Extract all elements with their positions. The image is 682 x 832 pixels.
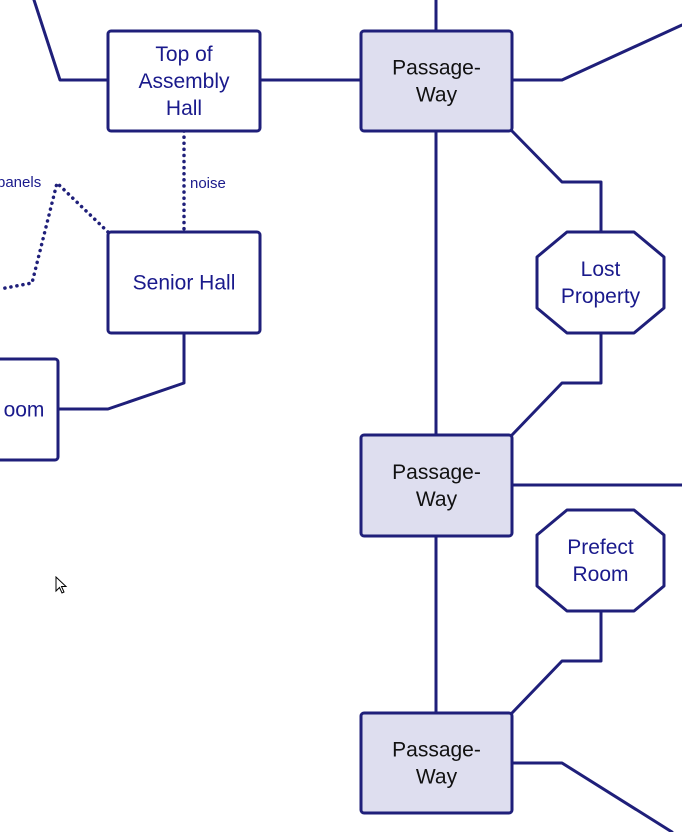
node-label: Way: [416, 766, 458, 789]
node-shape: [359, 433, 514, 538]
edge-prefect-room-to-passage-way-3: [510, 609, 603, 715]
node-shape: [359, 711, 514, 815]
node-senior-hall[interactable]: Senior Hall: [106, 230, 262, 335]
node-label: Lost: [581, 258, 621, 281]
node-label: Senior Hall: [133, 272, 236, 295]
node-shape: [106, 29, 262, 133]
node-shape: [0, 357, 60, 462]
node-shape: [535, 230, 666, 335]
node-label: Property: [561, 285, 641, 308]
node-label: Top of: [155, 43, 212, 66]
node-shape: [106, 230, 262, 335]
node-label: Hall: [166, 97, 202, 120]
edge-passage-way-1-right: [510, 23, 682, 82]
node-label: Room: [572, 563, 628, 586]
edge-lost-property-to-passage-way-2: [510, 331, 603, 437]
node-passage-way-1[interactable]: Passage- Way: [359, 29, 514, 133]
mouse-pointer-arrow-icon: [55, 576, 68, 594]
edge-label-noise: noise: [190, 175, 226, 192]
edge-label-panels: panels: [0, 174, 41, 191]
node-shape: [359, 29, 514, 133]
node-label: Prefect: [567, 536, 634, 559]
node-passage-way-3[interactable]: Passage- Way: [359, 711, 514, 815]
node-label: Passage-: [392, 57, 481, 80]
node-label: Assembly: [138, 70, 230, 93]
node-label: Passage-: [392, 461, 481, 484]
node-label: Way: [416, 84, 458, 107]
edge-passage-way-3-right: [510, 761, 674, 832]
node-passage-way-2[interactable]: Passage- Way: [359, 433, 514, 538]
node-partial-room[interactable]: oom: [0, 357, 60, 462]
edge-offscreen-to-top-of-assembly-hall: [32, 0, 110, 82]
node-shape: [535, 508, 666, 613]
edge-passage-way-1-to-lost-property: [510, 129, 603, 234]
node-label: Passage-: [392, 739, 481, 762]
edge-senior-hall-to-room: [56, 331, 186, 411]
node-label: Way: [416, 488, 458, 511]
node-label: oom: [4, 399, 45, 422]
edge-panels-dotted: [0, 181, 110, 291]
